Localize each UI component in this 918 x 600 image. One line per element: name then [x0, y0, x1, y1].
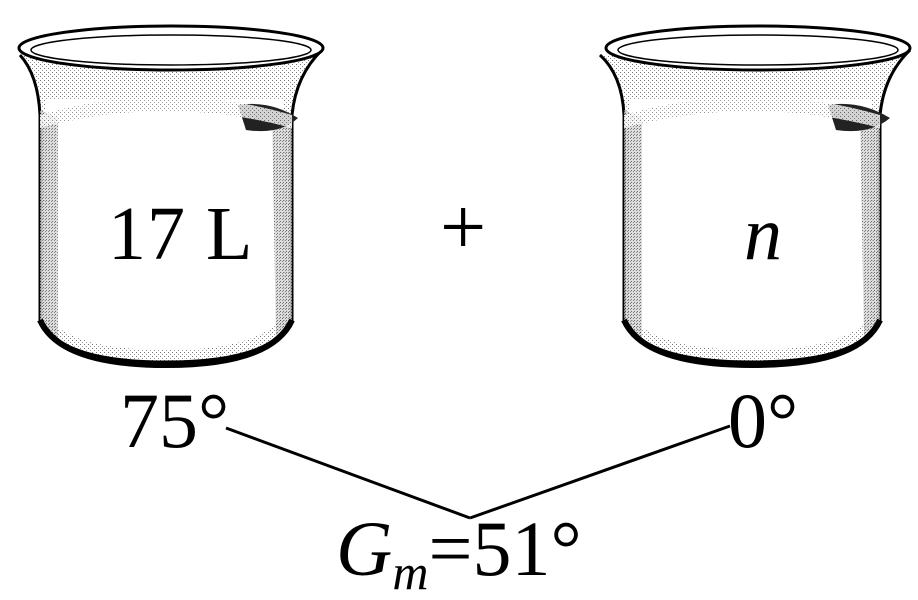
left-beaker-rim — [19, 26, 323, 70]
plus-operator: + — [440, 186, 486, 268]
mixture-equation: Gm=51° — [336, 510, 582, 588]
mixture-symbol: G — [336, 505, 392, 592]
left-beaker-volume-label: 17 L — [108, 196, 253, 272]
right-temperature-label: 0° — [728, 382, 798, 460]
right-beaker-shadow-left — [624, 110, 642, 340]
mixture-subscript: m — [392, 544, 428, 600]
mixture-equals: = — [428, 505, 472, 592]
left-beaker-shadow-left — [40, 110, 58, 340]
right-beaker-volume-label: n — [744, 196, 782, 272]
left-temperature-label: 75° — [120, 382, 229, 460]
mixture-value: 51° — [472, 505, 581, 592]
right-beaker-rim — [606, 26, 910, 70]
